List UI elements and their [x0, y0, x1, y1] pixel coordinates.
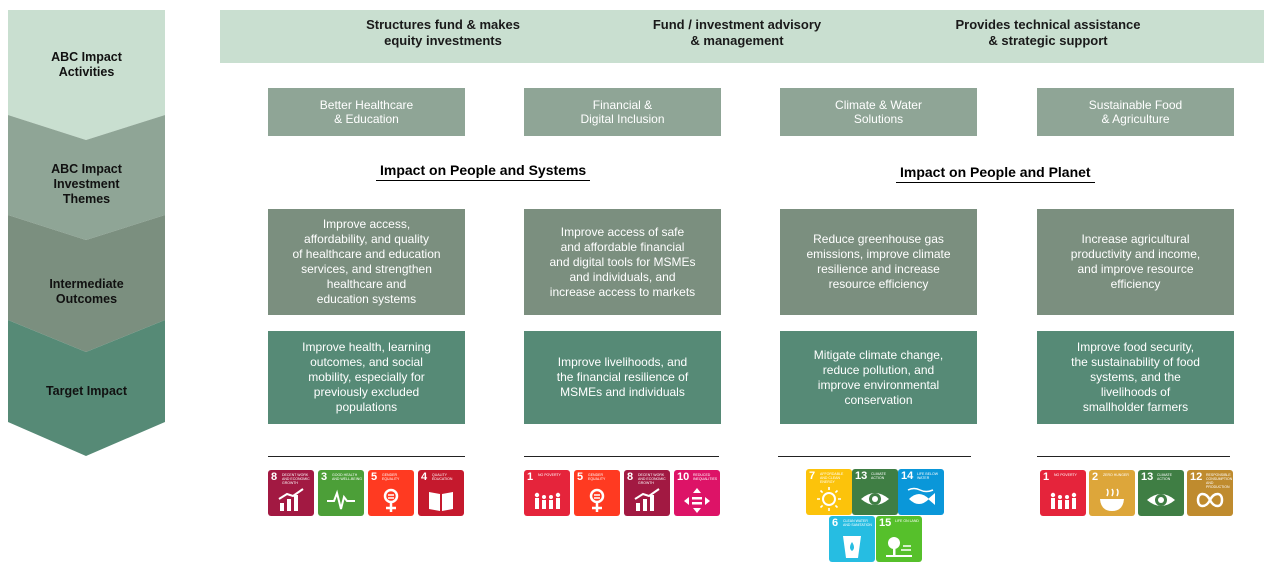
sdg-8-tile: 8 Decent work and economic growth [268, 470, 314, 516]
bowl-icon [1100, 488, 1124, 511]
outcome-financial-digital: Improve access of safe and affordable fi… [524, 209, 721, 315]
sdg-number: 8 [627, 471, 634, 483]
sdg-number: 2 [1092, 471, 1099, 483]
outcome-healthcare-education: Improve access, affordability, and quali… [268, 209, 465, 315]
sdg-number: 1 [527, 471, 534, 483]
sdg-title: No poverty [538, 473, 561, 477]
sdg-divider [268, 456, 465, 457]
sdg-3-tile: 3 Good health and well-being [318, 470, 364, 516]
sdg-divider [1037, 456, 1230, 457]
sdg-1-tile: 1 No poverty [1040, 470, 1086, 516]
stage-label-activities: ABC Impact Activities [51, 50, 122, 79]
sdg-number: 5 [577, 471, 584, 483]
sdg-number: 6 [832, 517, 839, 529]
sdg-8-tile: 8 Decent work and economic growth [624, 470, 670, 516]
gender-equality-icon [589, 488, 605, 512]
theme-climate-water: Climate & Water Solutions [780, 88, 977, 136]
sdg-number: 14 [901, 470, 914, 482]
stage-chevron-themes [8, 115, 165, 240]
heartbeat-icon [327, 489, 355, 510]
sdg-number: 12 [1190, 471, 1203, 483]
sdg-5-tile: 5 Gender equality [574, 470, 620, 516]
sdg-title: Reduced inequalities [693, 473, 718, 481]
sdg-title: Quality education [432, 473, 453, 481]
target-financial-digital: Improve livelihoods, and the financial r… [524, 331, 721, 424]
sdg-title: Gender equality [382, 473, 400, 481]
tree-icon [886, 537, 912, 557]
theme-healthcare-education: Better Healthcare & Education [268, 88, 465, 136]
heading-people-planet: Impact on People and Planet [896, 164, 1095, 183]
sdg-14-tile: 14Life below water [898, 469, 944, 515]
sdg-6-tile: 6 Clean water and sanitation [829, 516, 875, 562]
sdg-title: Climate action [1157, 473, 1172, 481]
sdg-divider [778, 456, 971, 457]
sdg-title: Life below water [917, 472, 939, 480]
stage-chevrons [8, 10, 165, 456]
family-icon [1050, 492, 1077, 509]
sdg-1-tile: 1 No poverty [524, 470, 570, 516]
activities-band [220, 10, 1264, 63]
stage-label-themes: ABC Impact Investment Themes [51, 162, 122, 206]
sdg-title: Zero hunger [1103, 473, 1129, 477]
sdg-number: 13 [1141, 471, 1154, 483]
fish-icon [907, 487, 935, 505]
outcome-food-agriculture: Increase agricultural productivity and i… [1037, 209, 1234, 315]
book-icon [429, 492, 453, 511]
sdg-number: 1 [1043, 471, 1050, 483]
growth-chart-icon [278, 488, 304, 511]
sdg-title: Gender equality [588, 473, 606, 481]
stage-chevron-target [8, 320, 165, 456]
outcome-climate-water: Reduce greenhouse gas emissions, improve… [780, 209, 977, 315]
sdg-number: 13 [855, 470, 868, 482]
activity-advisory: Fund / investment advisory & management [652, 17, 822, 48]
sun-icon [817, 487, 841, 511]
sdg-13-tile: 13Climate action [852, 469, 898, 515]
sdg-number: 5 [371, 471, 378, 483]
eye-globe-icon [861, 493, 889, 505]
equality-arrows-icon [684, 488, 710, 513]
sdg-number: 7 [809, 470, 816, 482]
eye-globe-icon [1147, 494, 1175, 506]
growth-chart-icon [634, 488, 660, 511]
sdg-title: Responsible consumption and production [1206, 473, 1233, 489]
sdg-10-tile: 10Reduced inequalities [674, 470, 720, 516]
sdg-4-tile: 4 Quality education [418, 470, 464, 516]
sdg-title: Good health and well-being [332, 473, 362, 481]
sdg-title: Climate action [871, 472, 886, 480]
activity-structures-fund: Structures fund & makes equity investmen… [366, 17, 520, 48]
stage-chevron-activities [8, 10, 165, 140]
heading-people-systems: Impact on People and Systems [376, 162, 591, 181]
stage-label-outcomes: Intermediate Outcomes [49, 277, 124, 306]
sdg-title: Decent work and economic growth [282, 473, 310, 485]
target-climate-water: Mitigate climate change, reduce pollutio… [780, 331, 977, 424]
infinity-icon [1196, 492, 1224, 508]
activity-technical-assistance: Provides technical assistance & strategi… [955, 17, 1141, 48]
sdg-12-tile: 12Responsible consumption and production [1187, 470, 1233, 516]
family-icon [534, 492, 561, 509]
sdg-2-tile: 2 Zero hunger [1089, 470, 1135, 516]
gender-equality-icon [383, 488, 399, 512]
sdg-title: No poverty [1054, 473, 1077, 477]
theme-food-agriculture: Sustainable Food & Agriculture [1037, 88, 1234, 136]
sdg-number: 4 [421, 471, 428, 483]
sdg-divider [524, 456, 719, 457]
sdg-title: Affordable and clean energy [820, 472, 844, 484]
sdg-7-tile: 7 Affordable and clean energy [806, 469, 852, 515]
target-food-agriculture: Improve food security, the sustainabilit… [1037, 331, 1234, 424]
sdg-number: 15 [879, 517, 892, 529]
sdg-5-tile: 5 Gender equality [368, 470, 414, 516]
sdg-number: 3 [321, 471, 328, 483]
theme-financial-digital: Financial & Digital Inclusion [524, 88, 721, 136]
target-healthcare-education: Improve health, learning outcomes, and s… [268, 331, 465, 424]
sdg-title: Clean water and sanitation [843, 519, 872, 527]
stage-label-target: Target Impact [45, 384, 128, 398]
sdg-number: 10 [677, 471, 690, 483]
stage-chevron-outcomes [8, 215, 165, 352]
water-glass-icon [843, 536, 861, 558]
sdg-13-tile: 13Climate action [1138, 470, 1184, 516]
sdg-title: Decent work and economic growth [638, 473, 666, 485]
sdg-number: 8 [271, 471, 278, 483]
